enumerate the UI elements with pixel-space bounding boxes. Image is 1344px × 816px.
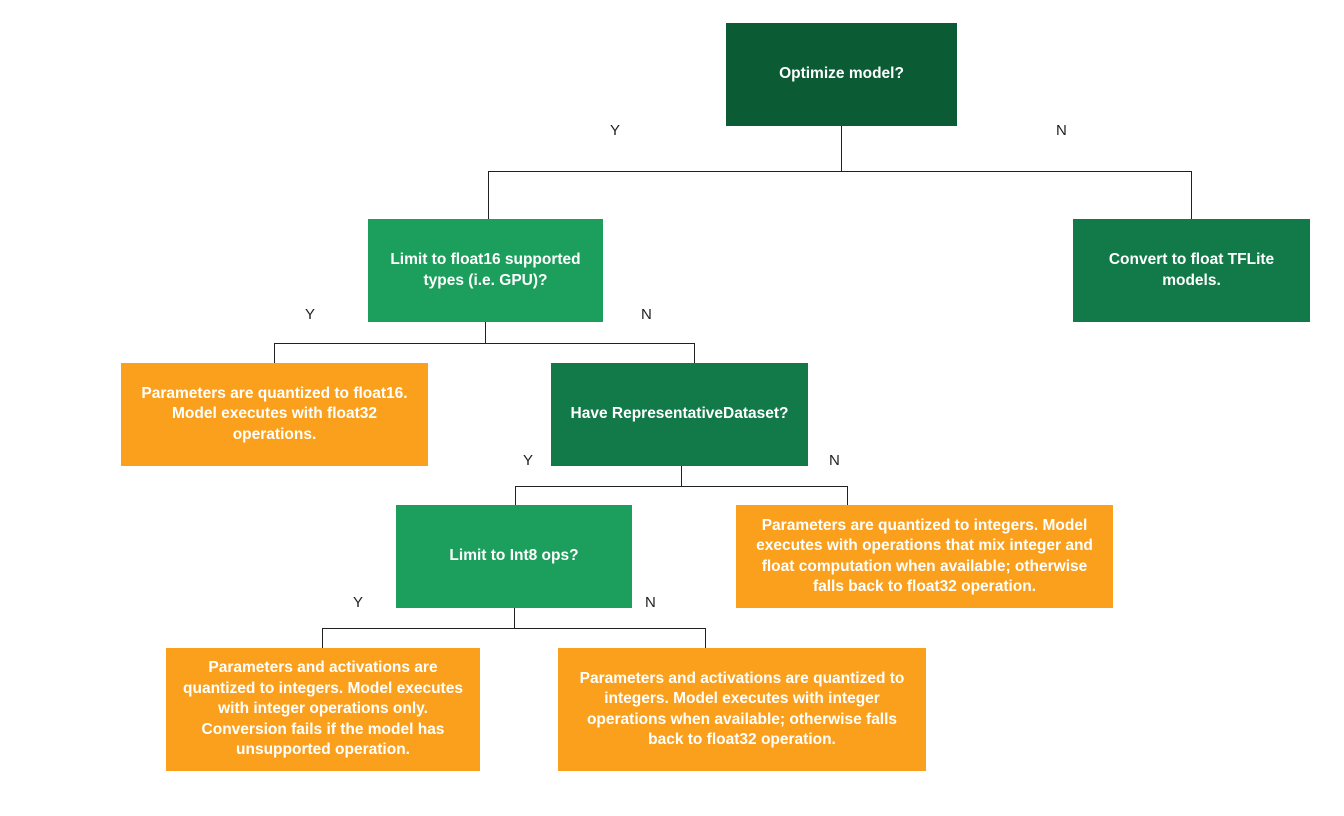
node-limit-float16: Limit to float16 supported types (i.e. G… — [368, 219, 603, 322]
connector-float16-stem — [485, 322, 486, 343]
branch-label-no-dataset: N — [829, 452, 840, 469]
node-optimize-model-label: Optimize model? — [779, 65, 904, 83]
connector-float16-branch — [274, 343, 695, 344]
node-limit-int8-ops: Limit to Int8 ops? — [396, 505, 632, 608]
node-have-representative-dataset: Have RepresentativeDataset? — [551, 363, 808, 466]
connector-int8-branch — [322, 628, 706, 629]
branch-label-yes-int8: Y — [353, 594, 364, 611]
node-have-representative-dataset-label: Have RepresentativeDataset? — [570, 405, 789, 423]
branch-label-no-float16: N — [641, 306, 652, 323]
node-mixed-ops-result-label: Parameters are quantized to integers. Mo… — [756, 516, 1093, 595]
connector-optimize-stem — [841, 126, 842, 171]
node-integer-only-result: Parameters and activations are quantized… — [166, 648, 480, 771]
connector-dataset-branch — [515, 486, 848, 487]
node-mixed-ops-result: Parameters are quantized to integers. Mo… — [736, 505, 1113, 608]
node-limit-int8-ops-label: Limit to Int8 ops? — [449, 547, 579, 565]
connector-dataset-yes-drop — [515, 486, 516, 505]
connector-int8-stem — [514, 608, 515, 628]
node-integer-only-result-label: Parameters and activations are quantized… — [183, 659, 463, 759]
connector-int8-no-drop — [705, 628, 706, 648]
branch-label-no-int8: N — [645, 594, 656, 611]
branch-label-yes-optimize: Y — [610, 122, 621, 139]
node-convert-float-tflite-label: Convert to float TFLite models. — [1108, 251, 1275, 289]
node-quantized-float16-result-label: Parameters are quantized to float16. Mod… — [141, 384, 408, 443]
connector-dataset-stem — [681, 466, 682, 486]
connector-int8-yes-drop — [322, 628, 323, 648]
branch-label-yes-float16: Y — [305, 306, 316, 323]
node-quantized-float16-result: Parameters are quantized to float16. Mod… — [121, 363, 428, 466]
node-convert-float-tflite: Convert to float TFLite models. — [1073, 219, 1310, 322]
connector-dataset-no-drop — [847, 486, 848, 505]
connector-optimize-branch — [488, 171, 1192, 172]
connector-optimize-yes-drop — [488, 171, 489, 219]
node-limit-float16-label: Limit to float16 supported types (i.e. G… — [390, 251, 581, 289]
branch-label-no-optimize: N — [1056, 122, 1067, 139]
connector-float16-yes-drop — [274, 343, 275, 363]
connector-float16-no-drop — [694, 343, 695, 363]
node-integer-fallback-result: Parameters and activations are quantized… — [558, 648, 926, 771]
connector-optimize-no-drop — [1191, 171, 1192, 219]
branch-label-yes-dataset: Y — [523, 452, 534, 469]
node-optimize-model: Optimize model? — [726, 23, 957, 126]
node-integer-fallback-result-label: Parameters and activations are quantized… — [579, 669, 905, 748]
